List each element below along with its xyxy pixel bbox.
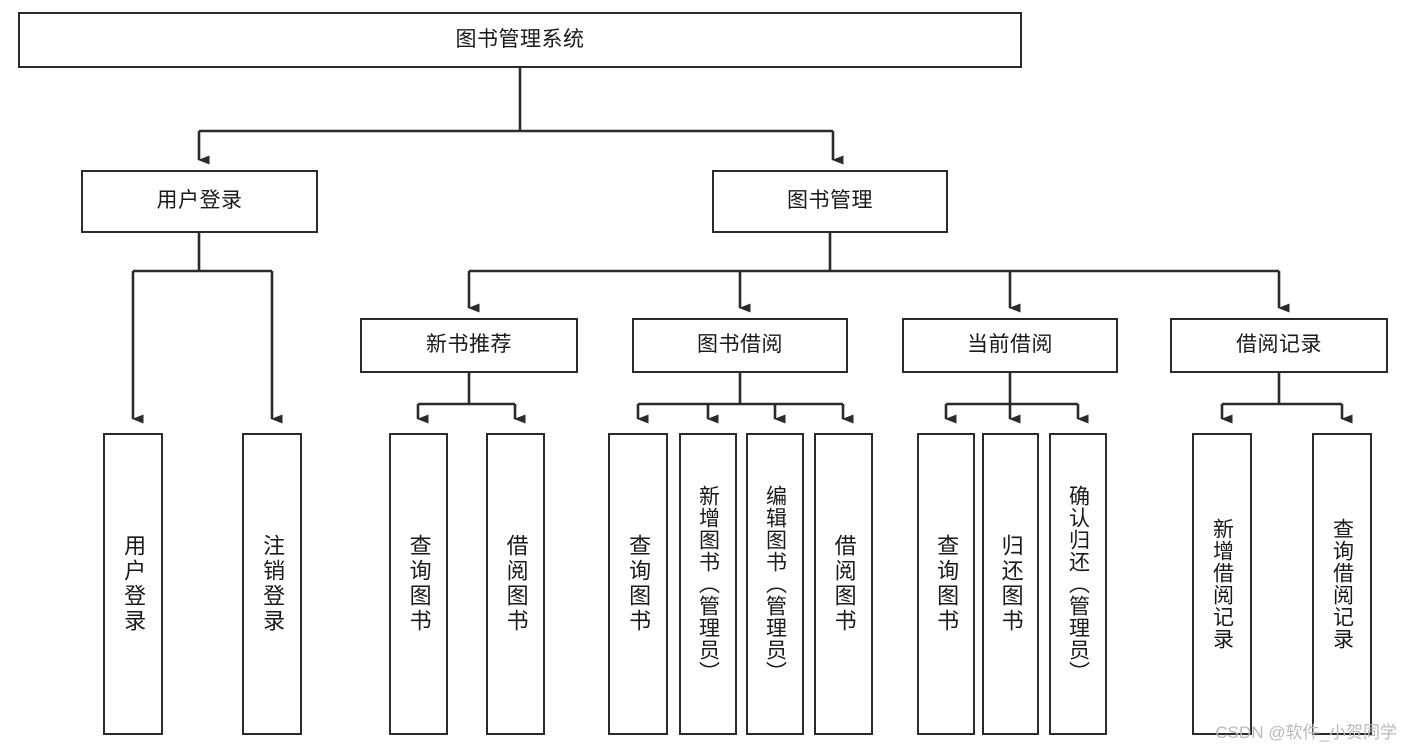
leaf-current-borrow-return-book[interactable]: 归还图书 bbox=[982, 433, 1039, 735]
node-label: 借阅记录 bbox=[1236, 333, 1322, 357]
leaf-borrow-record-add-record[interactable]: 新增借阅记录 bbox=[1192, 433, 1252, 735]
node-label: 图书借阅 bbox=[697, 333, 783, 357]
node-label: 新增图书（管理员） bbox=[696, 485, 720, 683]
node-user-login[interactable]: 用户登录 bbox=[81, 170, 318, 233]
node-label: 新增借阅记录 bbox=[1210, 518, 1234, 650]
node-label: 图书管理系统 bbox=[455, 27, 585, 51]
node-current-borrow[interactable]: 当前借阅 bbox=[902, 318, 1118, 373]
node-label: 归还图书 bbox=[998, 534, 1024, 634]
node-label: 确认归还（管理员） bbox=[1066, 485, 1090, 683]
node-label: 查询借阅记录 bbox=[1330, 518, 1354, 650]
leaf-borrow-record-query-record[interactable]: 查询借阅记录 bbox=[1312, 433, 1372, 735]
node-label: 图书管理 bbox=[787, 189, 873, 213]
leaf-new-book-query-book[interactable]: 查询图书 bbox=[389, 433, 448, 735]
node-new-book-recommend[interactable]: 新书推荐 bbox=[360, 318, 578, 373]
leaf-book-borrow-edit-book-admin[interactable]: 编辑图书（管理员） bbox=[746, 433, 804, 735]
leaf-new-book-borrow-book[interactable]: 借阅图书 bbox=[486, 433, 545, 735]
node-label: 当前借阅 bbox=[967, 333, 1053, 357]
node-label: 借阅图书 bbox=[503, 534, 529, 634]
leaf-current-borrow-query-book[interactable]: 查询图书 bbox=[917, 433, 975, 735]
node-label: 用户登录 bbox=[156, 189, 243, 213]
leaf-book-borrow-borrow-book[interactable]: 借阅图书 bbox=[814, 433, 873, 735]
leaf-book-borrow-query-book[interactable]: 查询图书 bbox=[608, 433, 668, 735]
node-label: 查询图书 bbox=[626, 534, 652, 634]
leaf-book-borrow-add-book-admin[interactable]: 新增图书（管理员） bbox=[679, 433, 737, 735]
node-book-borrow[interactable]: 图书借阅 bbox=[632, 318, 848, 373]
node-label: 借阅图书 bbox=[831, 534, 857, 634]
node-label: 编辑图书（管理员） bbox=[763, 485, 787, 683]
node-label: 新书推荐 bbox=[426, 333, 512, 357]
node-label: 注销登录 bbox=[260, 534, 286, 634]
csdn-watermark: CSDN @软件_小贺同学 bbox=[1215, 723, 1397, 742]
leaf-current-borrow-confirm-return-admin[interactable]: 确认归还（管理员） bbox=[1049, 433, 1107, 735]
leaf-user-login-logout[interactable]: 注销登录 bbox=[242, 433, 302, 735]
node-root-book-management-system[interactable]: 图书管理系统 bbox=[18, 12, 1022, 68]
node-label: 查询图书 bbox=[934, 534, 960, 634]
node-label: 查询图书 bbox=[406, 534, 432, 634]
node-label: 用户登录 bbox=[121, 534, 147, 634]
leaf-user-login-do-login[interactable]: 用户登录 bbox=[103, 433, 163, 735]
node-book-management[interactable]: 图书管理 bbox=[712, 170, 948, 233]
node-borrow-record[interactable]: 借阅记录 bbox=[1170, 318, 1388, 373]
